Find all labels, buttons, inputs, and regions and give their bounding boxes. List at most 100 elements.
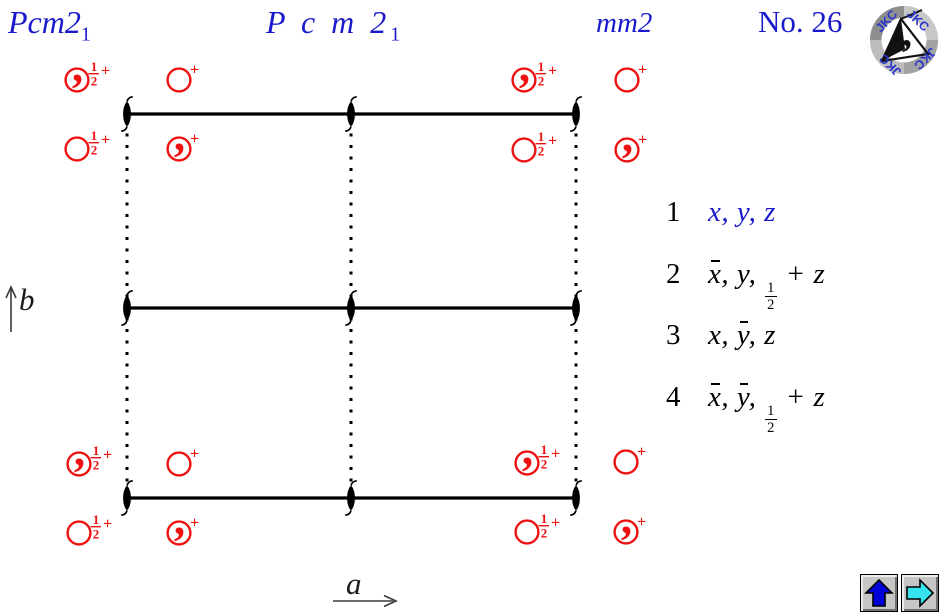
coordinate-var: y: [736, 258, 749, 290]
logo-triangle-wedge: [882, 19, 905, 61]
atom-comma: ,: [519, 41, 530, 91]
atom-height-label: 1: [541, 442, 548, 457]
atom-height-label: +: [637, 444, 646, 461]
atom-height-label: 1: [538, 129, 545, 144]
coordinate-var: z: [764, 319, 776, 351]
atom-circle: [166, 451, 192, 477]
position-coordinates: x, y, z: [708, 319, 776, 351]
position-number: 1: [666, 196, 681, 228]
position-row: 3 x, y, z: [666, 319, 776, 352]
atom-height-label: +: [190, 446, 199, 463]
atom-circle: [514, 450, 540, 476]
atom-height-label: +: [548, 63, 557, 80]
atom-height-label: 2: [538, 74, 545, 89]
atom-circle: [514, 519, 540, 545]
coordinate-var: z: [764, 196, 776, 228]
coordinate-var-bar: y: [736, 381, 749, 413]
screw-axis-symbol: [121, 479, 133, 517]
atom-circle: [614, 67, 640, 93]
coordinate-var-bar: x: [708, 258, 722, 290]
atom-height-label: +: [637, 514, 646, 531]
atom-site: ,12+: [514, 424, 560, 476]
atom-height-label: 2: [91, 143, 98, 158]
atom-circle: [166, 136, 192, 162]
atom-circle: [614, 137, 640, 163]
atom-height-label: 2: [93, 527, 100, 542]
nav-next-button[interactable]: [901, 574, 939, 612]
atom-circle: [613, 519, 639, 545]
atom-site: +: [613, 444, 646, 475]
nav-up-button[interactable]: [860, 574, 898, 612]
atom-comma: ,: [174, 110, 185, 160]
atom-height-label: 2: [541, 526, 548, 541]
right-arrow-icon: [906, 578, 935, 608]
hm-symbol-text: Pcm2: [8, 4, 81, 40]
atom-height-label: +: [103, 516, 112, 533]
atom-height-label: 1: [93, 512, 100, 527]
space-group-number: No. 26: [758, 4, 843, 39]
coordinate-var: z: [813, 381, 826, 413]
atom-circle: [511, 137, 537, 163]
hm-spaced-subscript: 1: [390, 23, 401, 46]
atom-comma: ,: [522, 424, 533, 474]
atom-height-label: +: [190, 515, 199, 532]
atom-comma: ,: [621, 493, 632, 543]
atom-circle: [511, 67, 537, 93]
atom-comma: ,: [174, 494, 185, 544]
atom-height-label: +: [190, 62, 199, 79]
coordinate-var: x: [708, 196, 722, 228]
atom-height-label: +: [638, 62, 647, 79]
atom-site: +: [166, 62, 199, 93]
atom-height-label: +: [103, 447, 112, 464]
position-row: 1 x, y, z: [666, 196, 776, 229]
atom-site: ,+: [614, 111, 647, 163]
atom-height-label: +: [551, 446, 560, 463]
position-number: 3: [666, 319, 681, 351]
atom-height-label: 2: [91, 74, 98, 89]
hm-spaced-text: P c m 2: [266, 4, 391, 40]
atom-comma: ,: [72, 41, 83, 91]
a-axis-label: a: [346, 566, 362, 601]
atom-height-label: +: [101, 132, 110, 149]
atom-height-label: 2: [93, 458, 100, 473]
screw-axis-symbol: [570, 289, 582, 327]
screw-axis-symbol: [345, 289, 357, 327]
atom-circle: [64, 136, 90, 162]
screw-axis-symbol: [121, 95, 133, 133]
position-number: 2: [666, 258, 681, 290]
jkc-logo: , JKC JKC JKC JKC: [870, 6, 939, 76]
atom-site: ,+: [166, 110, 199, 162]
screw-axis-symbol: [345, 95, 357, 133]
atom-site: , 12+: [66, 425, 112, 477]
atom-height-label: +: [551, 515, 560, 532]
atom-height-label: 1: [93, 443, 100, 458]
coordinate-var: y: [736, 196, 749, 228]
atom-height-label: 1: [91, 59, 98, 74]
coordinate-var: z: [813, 258, 826, 290]
atom-site: +: [166, 446, 199, 477]
atom-site: , 12+: [64, 41, 110, 93]
atom-height-label: +: [101, 63, 110, 80]
atom-site: 12+: [64, 128, 110, 162]
atom-circle: [166, 520, 192, 546]
atom-height-label: 1: [538, 59, 545, 74]
position-coordinates: x, y, z: [708, 196, 776, 228]
logo-ring-segment: [903, 6, 938, 41]
atom-height-label: +: [638, 132, 647, 149]
hm-symbol-subscript: 1: [80, 23, 91, 46]
axis-arrows: [5, 285, 398, 608]
atom-comma: ,: [74, 425, 85, 475]
atom-site: 12+: [66, 512, 112, 546]
b-axis-label: b: [19, 282, 35, 317]
screw-axis-symbol: [121, 289, 133, 327]
position-number: 4: [666, 381, 681, 413]
atom-height-label: 1: [91, 128, 98, 143]
atom-height-label: +: [190, 131, 199, 148]
atom-height-label: +: [548, 133, 557, 150]
